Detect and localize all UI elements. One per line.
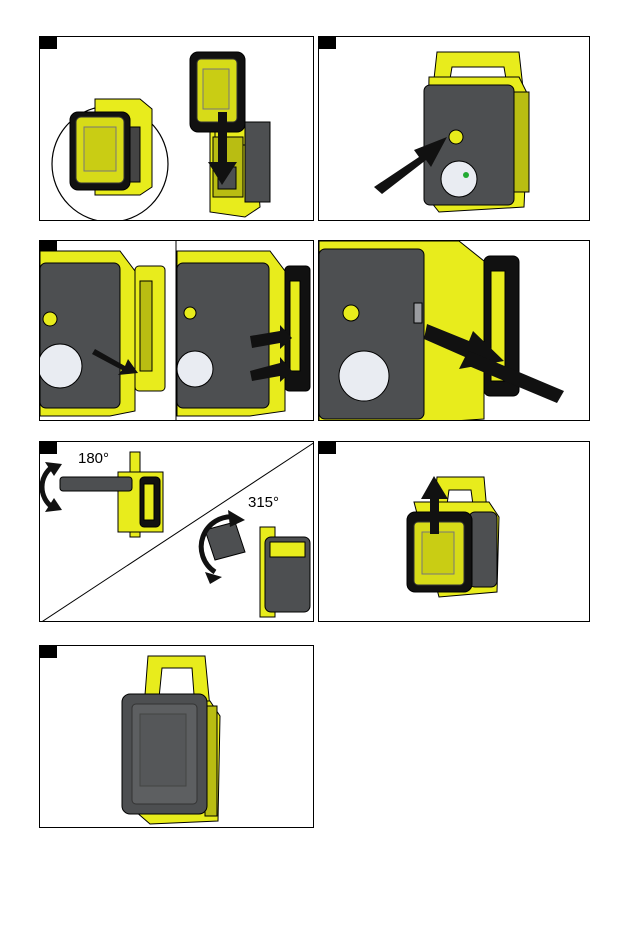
battery-remove-illustration — [319, 442, 590, 622]
rotation-label-315: 315° — [248, 494, 279, 511]
rotation-label-180: 180° — [78, 450, 109, 467]
side-switch-illustration — [319, 241, 590, 421]
side-clip-illustration — [40, 241, 314, 421]
battery-insert-illustration — [40, 37, 314, 221]
panel-side-switch — [318, 240, 590, 421]
panel-power-button — [318, 36, 590, 221]
panel-head-rotation: 180° 315° — [39, 441, 314, 622]
device-assembled-illustration — [40, 646, 314, 828]
power-button-press-illustration — [319, 37, 590, 221]
head-rotation-illustration — [40, 442, 314, 622]
panel-side-clip — [39, 240, 314, 421]
panel-battery-insert — [39, 36, 314, 221]
panel-battery-remove — [318, 441, 590, 622]
panel-device-assembled — [39, 645, 314, 828]
